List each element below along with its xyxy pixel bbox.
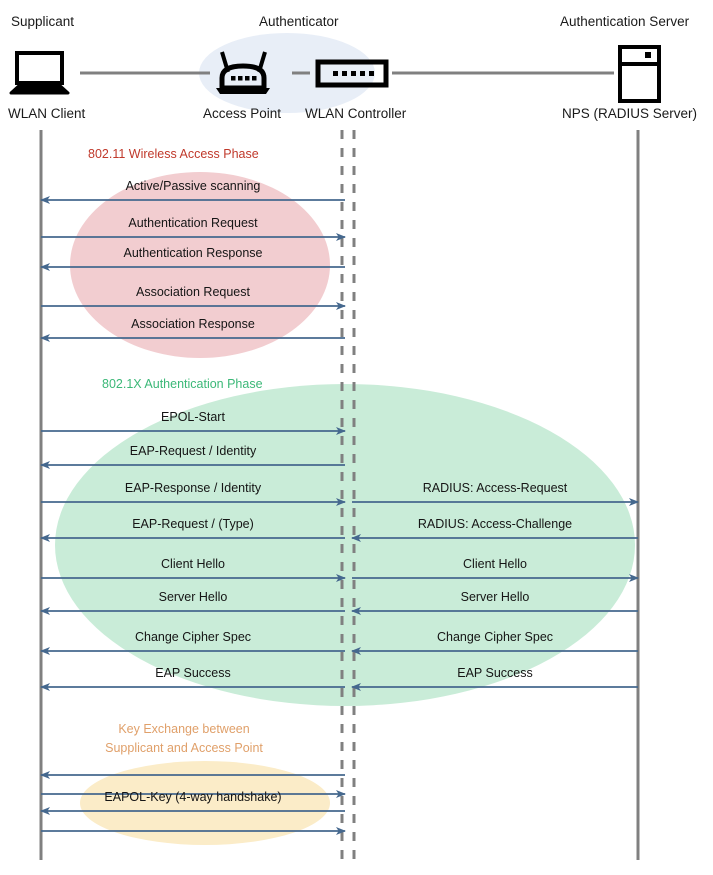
message-label: EPOL-Start	[161, 410, 225, 424]
message-label: EAP-Request / (Type)	[132, 517, 254, 531]
actor-name-wlan-controller: WLAN Controller	[305, 106, 407, 121]
phase-key-ellipse	[80, 761, 330, 845]
actor-role-authenticator: Authenticator	[259, 14, 339, 29]
message-label: Client Hello	[463, 557, 527, 571]
message-label: RADIUS: Access-Challenge	[417, 517, 573, 531]
access-point-icon	[216, 51, 270, 94]
server-icon	[618, 45, 661, 103]
phase-label-key-exchange-line2: Supplicant and Access Point	[105, 741, 263, 755]
actor-role-auth-server: Authentication Server	[560, 14, 690, 29]
message-label: Change Cipher Spec	[436, 630, 554, 644]
actor-name-wlan-client: WLAN Client	[8, 106, 86, 121]
phase-label-key-exchange-line1: Key Exchange between	[118, 722, 250, 736]
message-label: Authentication Request	[128, 216, 258, 230]
message-label: EAP-Request / Identity	[129, 444, 257, 458]
message-label: EAP-Response / Identity	[124, 481, 262, 495]
message-label: Association Request	[136, 285, 250, 299]
message-label: Active/Passive scanning	[125, 179, 261, 193]
message-label: Server Hello	[158, 590, 228, 604]
message-arrow-layer	[40, 196, 639, 835]
phase-label-8021x: 802.1X Authentication Phase	[102, 377, 263, 391]
message-label: Client Hello	[161, 557, 225, 571]
actor-name-nps-radius-server: NPS (RADIUS Server)	[562, 106, 698, 121]
phase-80211-ellipse	[70, 172, 330, 358]
message-label: EAP Success	[457, 666, 533, 680]
message-label: Authentication Response	[123, 246, 263, 260]
actor-name-access-point: Access Point	[203, 106, 282, 121]
actor-role-supplicant: Supplicant	[11, 14, 75, 29]
phase-label-80211: 802.11 Wireless Access Phase	[88, 147, 259, 161]
message-label: EAP Success	[155, 666, 231, 680]
wlan-controller-icon	[315, 59, 389, 88]
message-label: Association Response	[131, 317, 255, 331]
message-label: Server Hello	[460, 590, 530, 604]
laptop-icon	[9, 51, 70, 95]
message-label: Change Cipher Spec	[134, 630, 252, 644]
message-label: RADIUS: Access-Request	[422, 481, 568, 495]
phase-8021x-ellipse	[55, 384, 635, 706]
message-label: EAPOL-Key (4-way handshake)	[104, 790, 282, 804]
